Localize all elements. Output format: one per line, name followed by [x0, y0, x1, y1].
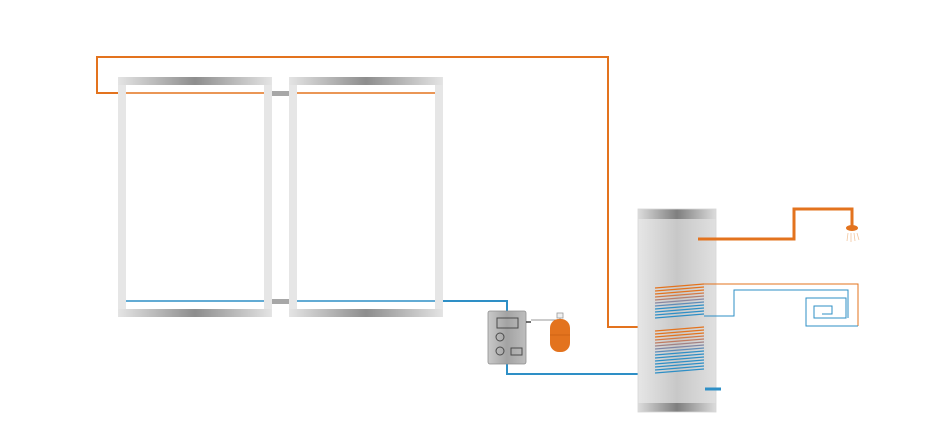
- solar-collector-1: [118, 77, 272, 317]
- upper-heat-exchanger-coil: [654, 283, 705, 319]
- solar-flow-pipe: [96, 56, 655, 328]
- lower-heat-exchanger-coil: [654, 326, 705, 374]
- pump-station: [487, 310, 531, 365]
- expansion-vessel-icon: [550, 319, 570, 352]
- pump-gauge-icon: [495, 332, 505, 342]
- floor-heating-circuit: [704, 283, 859, 326]
- collector-connectors: [272, 91, 290, 304]
- shower-head-icon: [846, 225, 860, 242]
- collector-2-tubes: [312, 93, 415, 301]
- solar-return-pipe: [443, 300, 662, 375]
- solar-collector-2: [289, 77, 443, 317]
- expansion-vessel: [531, 312, 570, 352]
- pump-module-icon: [510, 347, 523, 356]
- collector-1-tubes: [140, 93, 244, 301]
- controller-display-icon: [496, 317, 519, 329]
- hot-water-outlet-pipe: [698, 207, 854, 241]
- floor-heating-loop-icon: [805, 297, 858, 327]
- pump-valve-icon: [495, 346, 505, 356]
